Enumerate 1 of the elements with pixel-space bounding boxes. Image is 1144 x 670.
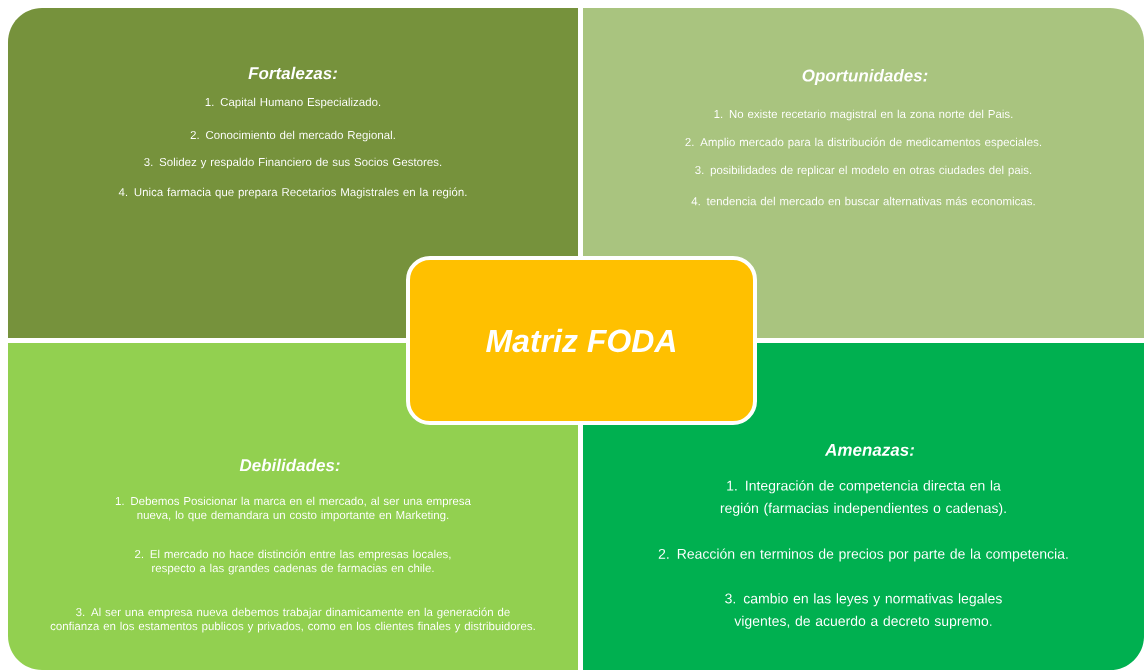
title-box: Matriz FODA bbox=[406, 256, 757, 425]
